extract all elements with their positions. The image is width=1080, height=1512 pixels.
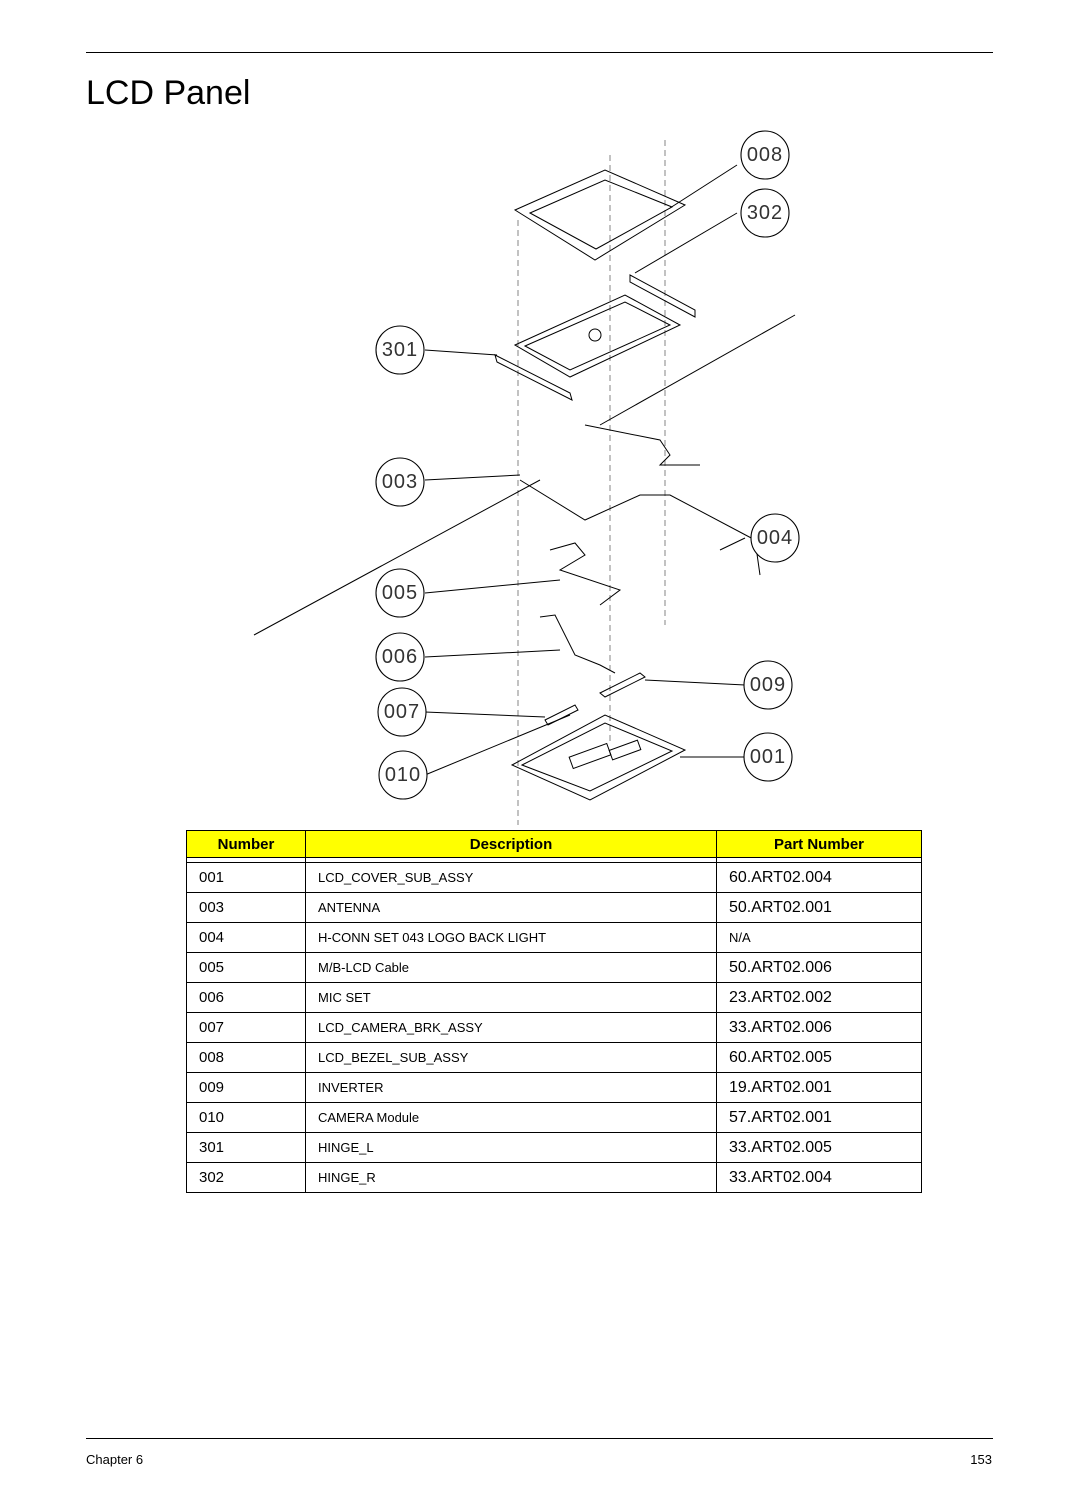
cell-description: INVERTER <box>305 1072 717 1103</box>
exploded-view-diagram: 008 302 301 003 004 005 006 009 007 001 … <box>253 130 800 825</box>
cell-number: 302 <box>186 1162 306 1193</box>
callout-008: 008 <box>740 130 790 180</box>
header-number: Number <box>186 830 306 858</box>
cell-part-number: 33.ART02.006 <box>716 1012 922 1043</box>
callout-010: 010 <box>378 750 428 800</box>
cell-part-number: 33.ART02.005 <box>716 1132 922 1163</box>
callout-007: 007 <box>377 687 427 737</box>
header-part-number: Part Number <box>716 830 922 858</box>
cell-number: 001 <box>186 862 306 893</box>
cell-part-number: N/A <box>716 922 922 953</box>
cell-part-number: 23.ART02.002 <box>716 982 922 1013</box>
cell-part-number: 33.ART02.004 <box>716 1162 922 1193</box>
svg-text:302: 302 <box>747 202 783 224</box>
callout-005: 005 <box>375 568 425 618</box>
callout-006: 006 <box>375 632 425 682</box>
cell-number: 004 <box>186 922 306 953</box>
callout-302: 302 <box>740 188 790 238</box>
cell-part-number: 60.ART02.004 <box>716 862 922 893</box>
bottom-rule <box>86 1438 993 1439</box>
cell-number: 301 <box>186 1132 306 1163</box>
callout-group: 008 302 301 003 004 005 006 009 007 001 … <box>375 130 800 800</box>
svg-text:010: 010 <box>385 764 421 786</box>
callout-004: 004 <box>750 513 800 563</box>
svg-text:007: 007 <box>384 701 420 723</box>
cell-part-number: 50.ART02.006 <box>716 952 922 983</box>
callout-009: 009 <box>743 660 793 710</box>
cell-part-number: 50.ART02.001 <box>716 892 922 923</box>
callout-001: 001 <box>743 732 793 782</box>
cell-description: CAMERA Module <box>305 1102 717 1133</box>
table-header-row: Number Description Part Number <box>186 830 922 858</box>
cell-description: M/B-LCD Cable <box>305 952 717 983</box>
svg-text:004: 004 <box>757 527 793 549</box>
svg-text:005: 005 <box>382 582 418 604</box>
svg-text:006: 006 <box>382 646 418 668</box>
cell-number: 008 <box>186 1042 306 1073</box>
svg-text:003: 003 <box>382 471 418 493</box>
cell-part-number: 57.ART02.001 <box>716 1102 922 1133</box>
footer-page-number: 153 <box>970 1452 992 1467</box>
cell-part-number: 19.ART02.001 <box>716 1072 922 1103</box>
footer-chapter: Chapter 6 <box>86 1452 144 1467</box>
callout-003: 003 <box>375 457 425 507</box>
cell-description: LCD_COVER_SUB_ASSY <box>305 862 717 893</box>
cell-description: HINGE_L <box>305 1132 717 1163</box>
cell-description: HINGE_R <box>305 1162 717 1193</box>
cell-part-number: 60.ART02.005 <box>716 1042 922 1073</box>
svg-text:008: 008 <box>747 144 783 166</box>
cell-description: LCD_CAMERA_BRK_ASSY <box>305 1012 717 1043</box>
page-title: LCD Panel <box>86 74 251 112</box>
header-description: Description <box>305 830 717 858</box>
cell-number: 010 <box>186 1102 306 1133</box>
cell-number: 003 <box>186 892 306 923</box>
cell-number: 005 <box>186 952 306 983</box>
cell-number: 006 <box>186 982 306 1013</box>
cell-description: LCD_BEZEL_SUB_ASSY <box>305 1042 717 1073</box>
cell-description: H-CONN SET 043 LOGO BACK LIGHT <box>305 922 717 953</box>
cell-description: MIC SET <box>305 982 717 1013</box>
callout-301: 301 <box>375 325 425 375</box>
cell-description: ANTENNA <box>305 892 717 923</box>
svg-text:301: 301 <box>382 339 418 361</box>
top-rule <box>86 52 993 53</box>
svg-text:001: 001 <box>750 746 786 768</box>
svg-text:009: 009 <box>750 674 786 696</box>
cell-number: 007 <box>186 1012 306 1043</box>
cell-number: 009 <box>186 1072 306 1103</box>
